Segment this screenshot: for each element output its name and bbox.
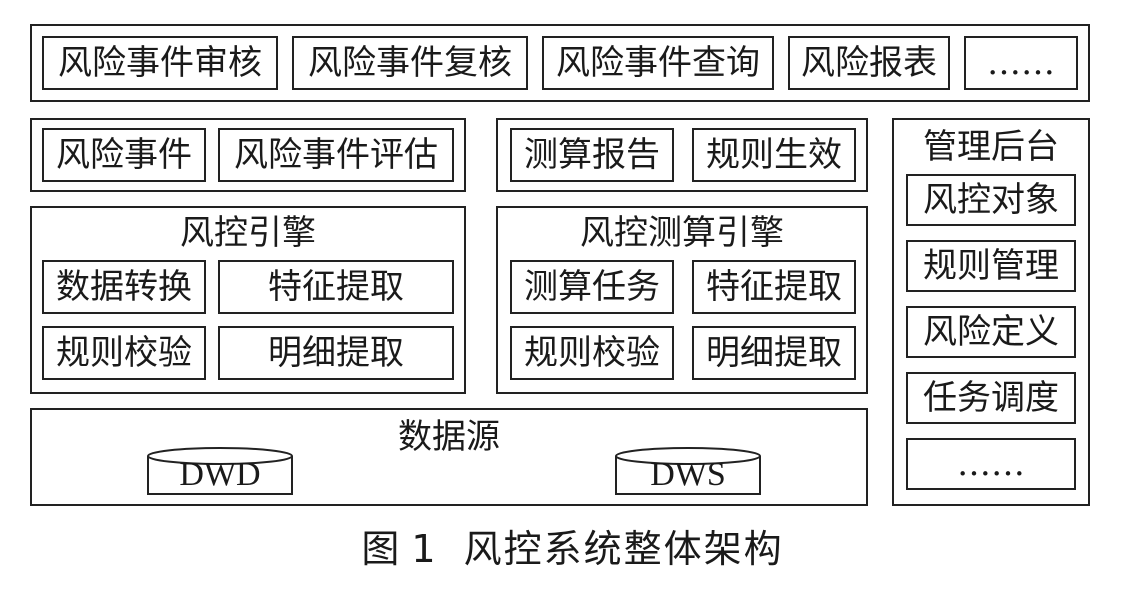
database-cylinder-icon (615, 447, 761, 495)
admin-item-task-schedule: 任务调度 (906, 372, 1076, 424)
risk-engine-item-data-convert: 数据转换 (42, 260, 206, 314)
top-item-risk-event-recheck: 风险事件复核 (292, 36, 528, 90)
risk-engine-item-detail-extract: 明细提取 (218, 326, 454, 380)
risk-engine-item-feature-extract: 特征提取 (218, 260, 454, 314)
business-item-risk-event: 风险事件 (42, 128, 206, 182)
database-label: DWD (179, 456, 261, 493)
datasource-title: 数据源 (398, 417, 500, 457)
calc-engine-item-calc-task: 测算任务 (510, 260, 674, 314)
admin-item-risk-object: 风控对象 (906, 174, 1076, 226)
admin-item-more: …… (906, 438, 1076, 490)
top-item-more: …… (964, 36, 1078, 90)
top-item-risk-event-review: 风险事件审核 (42, 36, 278, 90)
calc-engine-item-feature-extract: 特征提取 (692, 260, 856, 314)
admin-panel-title: 管理后台 (923, 127, 1059, 167)
calc-engine-item-detail-extract: 明细提取 (692, 326, 856, 380)
report-item-calc-report: 测算报告 (510, 128, 674, 182)
database-cylinder-icon (147, 447, 293, 495)
figure-label: 图 (361, 527, 402, 571)
risk-engine-item-rule-check: 规则校验 (42, 326, 206, 380)
database-dws: DWS (614, 446, 762, 500)
top-item-risk-report: 风险报表 (788, 36, 950, 90)
top-item-risk-event-query: 风险事件查询 (542, 36, 774, 90)
report-item-rule-effect: 规则生效 (692, 128, 856, 182)
database-dwd: DWD (146, 446, 294, 500)
figure-title: 风控系统整体架构 (463, 527, 784, 571)
calc-engine-item-rule-check: 规则校验 (510, 326, 674, 380)
calc-engine-title: 风控测算引擎 (580, 213, 784, 253)
business-item-risk-event-assess: 风险事件评估 (218, 128, 454, 182)
database-label: DWS (650, 456, 726, 493)
admin-item-risk-define: 风险定义 (906, 306, 1076, 358)
admin-item-rule-manage: 规则管理 (906, 240, 1076, 292)
figure-number: 1 (411, 527, 438, 571)
risk-engine-title: 风控引擎 (180, 213, 316, 253)
